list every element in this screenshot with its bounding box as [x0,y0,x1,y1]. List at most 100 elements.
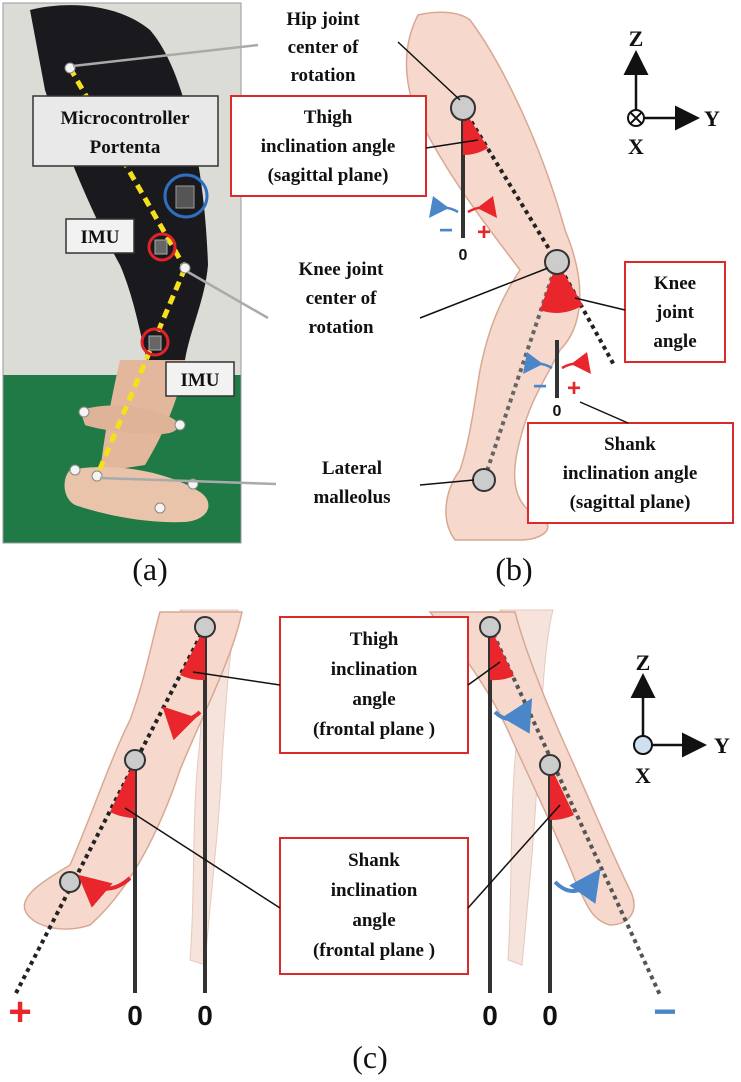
imu-lower-highlight [140,327,170,357]
shank-frontal-line4: (frontal plane ) [313,940,435,961]
caption-c: (c) [352,1039,388,1075]
thigh-frontal-leader-right [467,661,501,686]
hip-label-line3: rotation [290,65,356,86]
b-thigh-minus-sign: − [439,217,453,244]
b-malleolus-joint [472,468,496,492]
knee-center-leader [419,267,549,319]
caption-a: (a) [132,551,168,587]
thigh-frontal-line3: angle [352,689,395,710]
photo-knee-marker [179,262,191,274]
c-thigh-arrow-left [162,706,202,741]
thigh-frontal-line4: (frontal plane ) [313,719,435,740]
photo-malleolus-marker [91,470,103,482]
thigh-frontal-line1: Thigh [350,629,399,650]
imu-upper-label: IMU [80,227,119,248]
b-shank-plus-sign: + [567,375,581,402]
b-shank-minus-sign: − [533,373,547,400]
knee-center-line2: center of [306,288,378,309]
b-axis-y: Y [704,106,720,131]
knee-angle-line1: Knee [654,273,696,294]
b-shank-plus-arrow [561,352,592,374]
imu-lower-label-box [165,361,235,397]
b-thigh-plus-sign: + [477,219,491,246]
b-shank-zero: 0 [553,403,562,420]
imu-lower-label: IMU [180,370,219,391]
shank-frontal-line2: inclination [331,880,418,901]
thigh-sagittal-line3: (sagittal plane) [268,165,389,186]
b-thigh-dotted-line [461,106,559,264]
b-shank-minus-arrow [522,352,553,374]
hip-label-line1: Hip joint [286,9,360,30]
c-shank-wedge-right [550,765,574,821]
c-zero-4: 0 [542,1000,558,1031]
hip-label-leader [397,41,461,101]
leader-malleolus [99,476,277,486]
c-thigh-wedge-left [180,627,205,681]
panel-a-photo: Microcontroller Portenta IMU IMU [2,2,242,544]
c-shank-arrow-right [553,868,601,904]
c-joint-3 [59,871,81,893]
photo-hip-marker [64,62,76,74]
b-thigh-minus-arrow [428,196,459,218]
c-shank-arrow-left [77,874,132,908]
c-axis-y: Y [714,733,730,758]
thigh-frontal-leader-left [192,671,281,686]
malleolus-leader [419,479,475,486]
leader-knee [187,270,269,320]
c-shank-wedge-left [110,760,135,818]
b-thigh-plus-arrow [467,196,498,218]
c-axis-x: X [635,763,651,788]
microcontroller-label-line2: Portenta [90,137,161,158]
shank-sagittal-leader [579,401,629,424]
b-knee-joint [544,249,570,275]
c-minus-sign: − [653,990,676,1034]
caption-b: (b) [495,551,532,587]
thigh-sagittal-line1: Thigh [304,107,353,128]
b-knee-angle-wedge [540,262,583,313]
leader-hip [72,43,259,68]
b-shank-dotted-line [482,261,559,481]
c-zero-1: 0 [127,1000,143,1031]
shank-frontal-leader-right [467,804,561,909]
imu-upper-label-box [65,218,135,254]
photo-shank-line [94,267,188,477]
thigh-frontal-line2: inclination [331,659,418,680]
photo-microcontroller [175,185,195,209]
knee-angle-line2: joint [655,302,695,323]
thigh-sagittal-box [230,95,427,197]
shank-frontal-line3: angle [352,910,395,931]
photo-back-foot [80,405,178,434]
c-thigh-arrow-right [493,698,533,734]
knee-angle-leader [574,297,626,311]
c-joint-2 [124,749,146,771]
b-axis-x: X [628,134,644,159]
shank-sagittal-box [527,422,734,524]
shank-frontal-box [279,837,469,975]
shank-frontal-leader-left [124,807,281,909]
c-joint-1 [194,616,216,638]
c-right-dotted [488,626,662,996]
c-axes: Z Y X [630,650,730,788]
shank-frontal-line1: Shank [348,850,400,871]
c-left-dotted [13,626,207,996]
knee-angle-line3: angle [653,331,696,352]
shank-sagittal-line2: inclination angle [563,463,698,484]
malleolus-line2: malleolus [313,487,390,508]
b-axes: Z Y X [623,26,720,159]
malleolus-line1: Lateral [322,458,382,479]
c-joint-4 [479,616,501,638]
c-axis-z: Z [636,650,651,675]
c-zero-3: 0 [482,1000,498,1031]
c-joint-5 [539,754,561,776]
shank-sagittal-line1: Shank [604,434,656,455]
c-thigh-wedge-right [490,627,514,681]
b-thigh-angle-wedge [463,108,488,156]
b-hip-joint [450,95,476,121]
thigh-sagittal-leader [425,139,479,149]
knee-angle-box [624,261,726,363]
shank-sagittal-line3: (sagittal plane) [570,492,691,513]
microcontroller-label-line1: Microcontroller [60,108,190,129]
thigh-sagittal-line2: inclination angle [261,136,396,157]
